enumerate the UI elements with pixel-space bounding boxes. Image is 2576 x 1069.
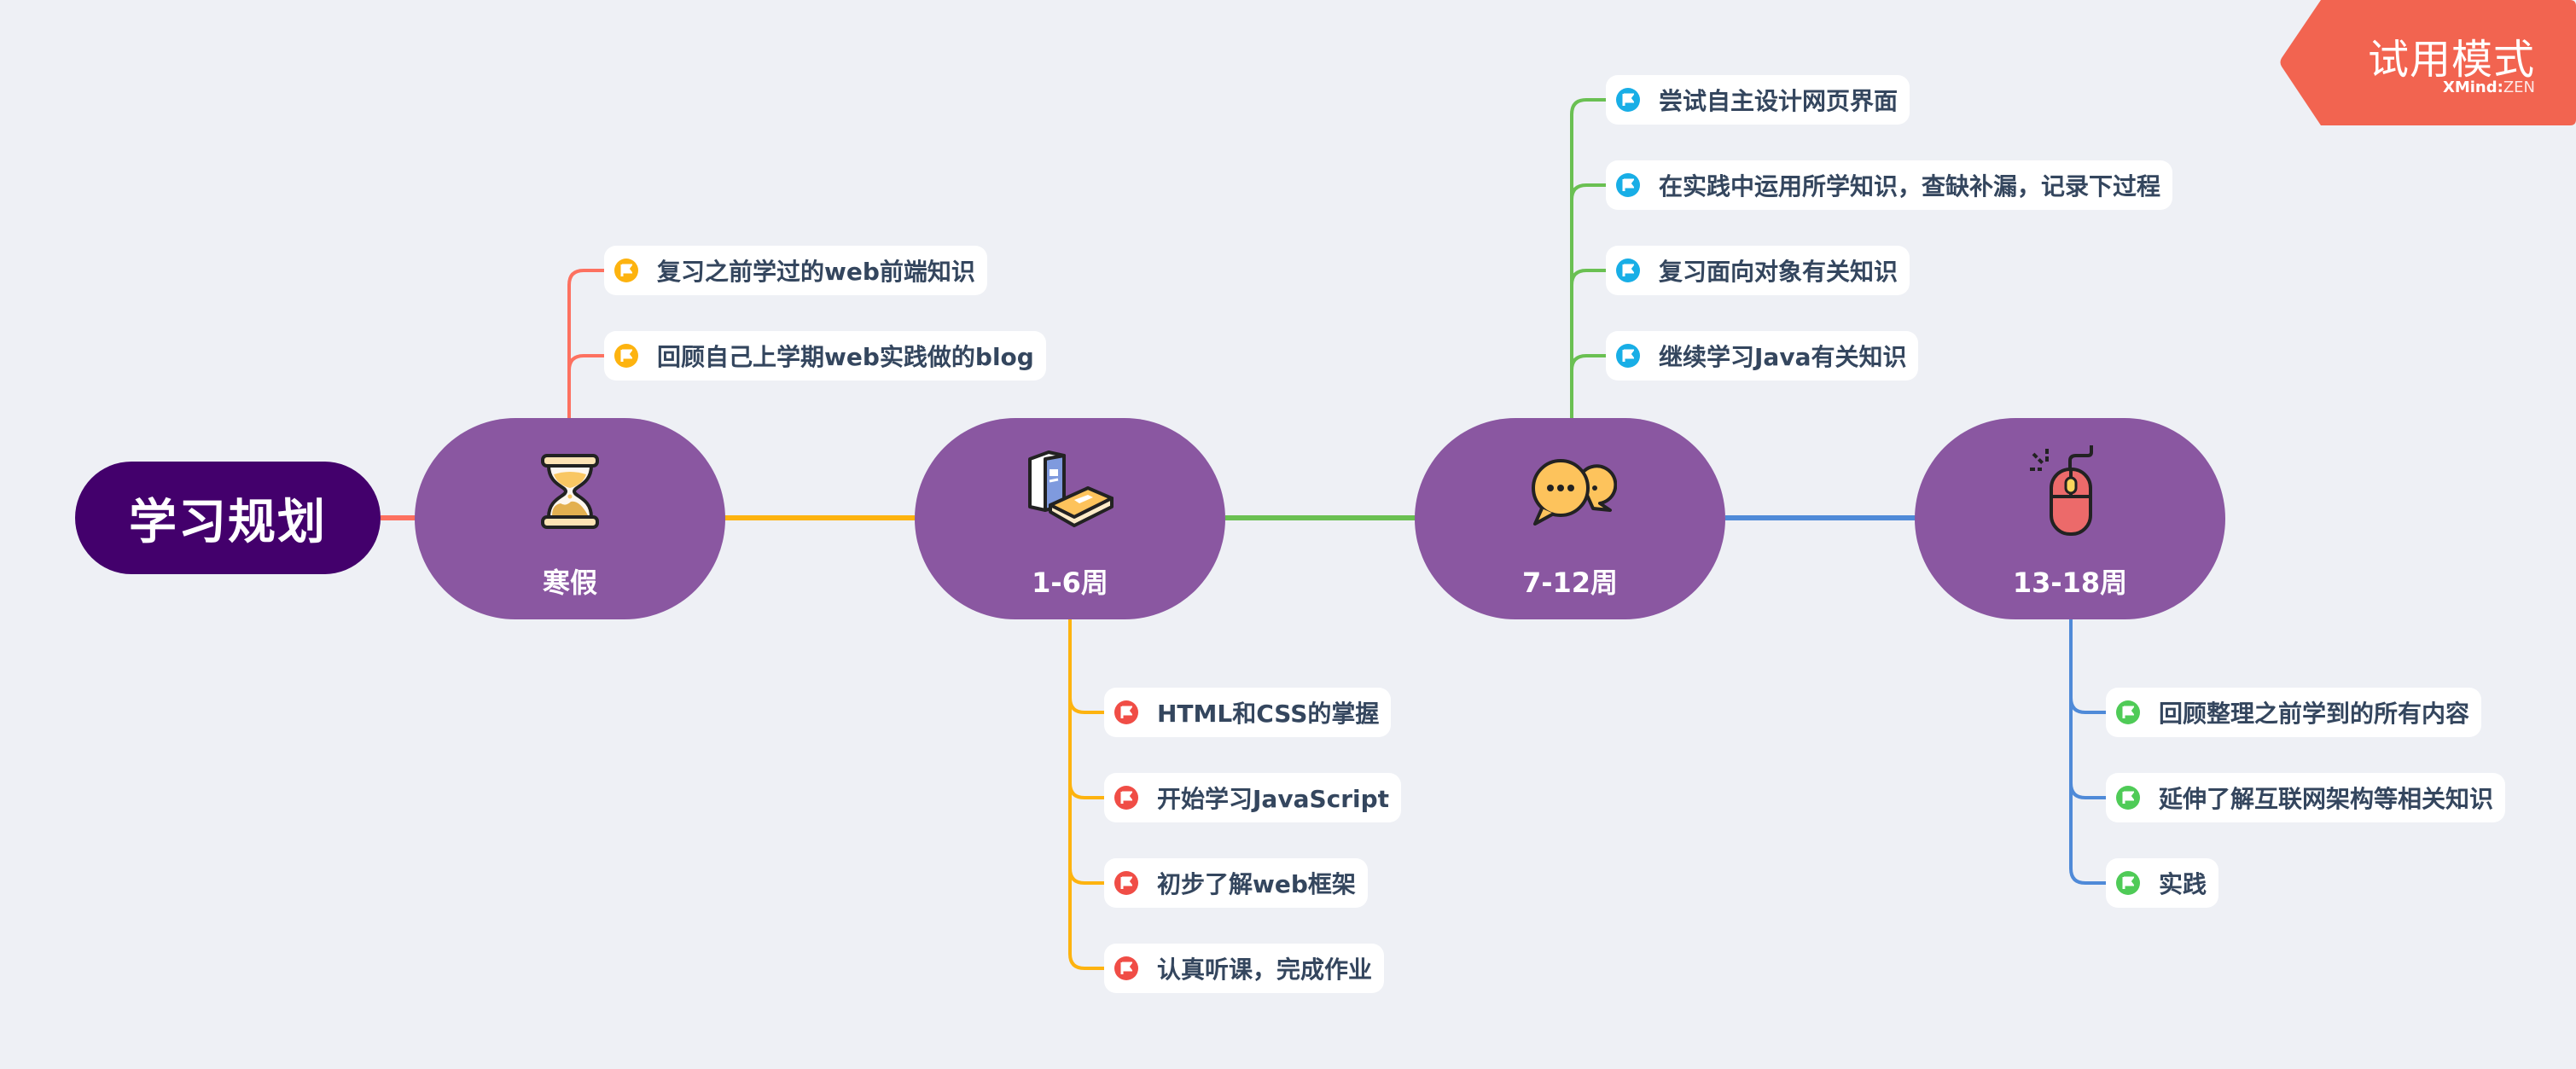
subtopic-text: 复习之前学过的web前端知识 <box>657 258 975 286</box>
subtopic-item[interactable]: 复习面向对象有关知识 <box>1606 246 1910 295</box>
stage-topic-winter-break[interactable]: 寒假 <box>415 418 725 619</box>
brand-separator: : <box>2497 78 2503 96</box>
subtopic-text: 继续学习Java有关知识 <box>1659 343 1907 371</box>
flag-icon <box>2116 700 2140 724</box>
brand-edition: ZEN <box>2503 78 2535 96</box>
trial-mode-badge[interactable]: 试用模式 XMind:ZEN <box>2280 0 2576 125</box>
books-icon <box>1023 444 1117 537</box>
subtopic-item[interactable]: 回顾自己上学期web实践做的blog <box>604 331 1046 381</box>
subtopic-item[interactable]: 开始学习JavaScript <box>1104 773 1402 822</box>
flag-icon <box>1616 173 1640 197</box>
flag-icon <box>1114 956 1138 980</box>
brand-label: XMind:ZEN <box>2443 78 2535 96</box>
trial-mode-title: 试用模式 <box>2367 36 2535 84</box>
subtopic-item[interactable]: 认真听课，完成作业 <box>1104 944 1385 993</box>
flag-icon <box>2116 871 2140 895</box>
subtopic-item[interactable]: HTML和CSS的掌握 <box>1104 688 1392 737</box>
flag-icon <box>1616 88 1640 112</box>
stage-label: 13-18周 <box>2012 566 2128 599</box>
stage-label: 7-12周 <box>1521 566 1619 599</box>
chat-bubbles-icon <box>1523 444 1618 537</box>
subtopic-text: HTML和CSS的掌握 <box>1157 700 1380 728</box>
subtopic-item[interactable]: 在实践中运用所学知识，查缺补漏，记录下过程 <box>1606 160 2173 210</box>
badge-shape <box>2280 0 2576 125</box>
stage-topic-weeks-13-18[interactable]: 13-18周 <box>1915 418 2225 619</box>
flag-icon <box>1114 700 1138 724</box>
subtopic-item[interactable]: 实践 <box>2106 858 2219 908</box>
flag-icon <box>1114 871 1138 895</box>
subtopic-item[interactable]: 尝试自主设计网页界面 <box>1606 75 1910 125</box>
stage-topic-weeks-7-12[interactable]: 7-12周 <box>1415 418 1725 619</box>
branch-stage3 <box>1570 98 1606 418</box>
subtopic-text: 开始学习JavaScript <box>1157 785 1390 813</box>
stage-label: 1-6周 <box>1032 566 1108 599</box>
subtopic-text: 回顾整理之前学到的所有内容 <box>2159 700 2470 728</box>
subtopic-item[interactable]: 初步了解web框架 <box>1104 858 1368 908</box>
flag-icon <box>1114 786 1138 810</box>
subtopic-text: 在实践中运用所学知识，查缺补漏，记录下过程 <box>1659 172 2161 200</box>
subtopic-item[interactable]: 回顾整理之前学到的所有内容 <box>2106 688 2482 737</box>
stage-label: 寒假 <box>542 566 597 599</box>
hourglass-icon <box>523 444 617 537</box>
flag-icon <box>1616 344 1640 368</box>
subtopic-text: 延伸了解互联网架构等相关知识 <box>2159 785 2494 813</box>
subtopic-item[interactable]: 延伸了解互联网架构等相关知识 <box>2106 773 2506 822</box>
root-topic-label: 学习规划 <box>129 494 327 550</box>
branch-stage2 <box>1068 618 1104 970</box>
subtopic-item[interactable]: 复习之前学过的web前端知识 <box>604 246 987 295</box>
branch-stage1 <box>567 269 604 418</box>
flag-icon <box>614 344 638 368</box>
subtopic-text: 认真听课，完成作业 <box>1157 956 1373 984</box>
subtopic-text: 实践 <box>2159 870 2207 898</box>
computer-mouse-icon <box>2023 444 2117 537</box>
flag-icon <box>1616 259 1640 282</box>
branch-stage4 <box>2069 618 2106 885</box>
subtopic-item[interactable]: 继续学习Java有关知识 <box>1606 331 1919 381</box>
flag-icon <box>2116 786 2140 810</box>
subtopic-text: 尝试自主设计网页界面 <box>1659 87 1899 115</box>
stage-topic-weeks-1-6[interactable]: 1-6周 <box>915 418 1225 619</box>
brand-name: XMind <box>2442 78 2497 96</box>
subtopic-text: 回顾自己上学期web实践做的blog <box>657 343 1034 371</box>
flag-icon <box>614 259 638 282</box>
subtopic-text: 初步了解web框架 <box>1157 870 1356 898</box>
root-topic[interactable]: 学习规划 <box>75 462 381 574</box>
subtopic-text: 复习面向对象有关知识 <box>1659 258 1899 286</box>
